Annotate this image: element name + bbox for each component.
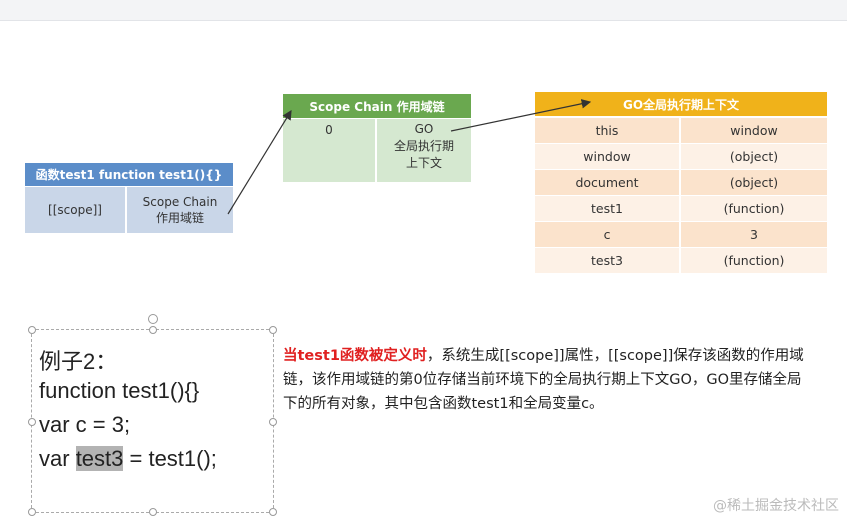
code-line-3: var test3 = test1(); (39, 446, 217, 472)
go-row: document (object) (535, 170, 827, 195)
go-row: test1 (function) (535, 196, 827, 221)
go-row-key: window (535, 144, 679, 169)
go-row: c 3 (535, 222, 827, 247)
test1-scope-value: Scope Chain 作用域链 (127, 187, 233, 233)
go-row: this window (535, 118, 827, 143)
go-row-value: window (681, 118, 827, 143)
rotate-handle[interactable] (148, 314, 158, 324)
scope-chain-value-line3: 上下文 (405, 156, 442, 170)
watermark: @稀土掘金技术社区 (713, 498, 839, 514)
scope-chain-value-line1: GO (414, 122, 434, 136)
description-highlight: 当test1函数被定义时 (283, 348, 427, 364)
go-row-value: 3 (681, 222, 827, 247)
scope-chain-header: Scope Chain 作用域链 (283, 94, 471, 118)
go-context-table: GO全局执行期上下文 this window window (object) d… (535, 92, 827, 273)
go-row-key: test1 (535, 196, 679, 221)
code-title: 例子2： (39, 349, 118, 374)
scope-chain-table: Scope Chain 作用域链 0 GO 全局执行期 上下文 (283, 94, 471, 182)
go-row-key: document (535, 170, 679, 195)
resize-handle[interactable] (28, 418, 36, 426)
test1-scope-value-line1: Scope Chain (142, 195, 218, 209)
arrow-scope-chain-to-go (450, 99, 592, 132)
description-body: ，系统生成[[scope]]属性，[[scope]]保存该函数的作用域链，该作用… (283, 348, 804, 412)
go-row: window (object) (535, 144, 827, 169)
code-line-1: function test1(){} (39, 378, 200, 403)
go-row-value: (function) (681, 196, 827, 221)
go-row-key: test3 (535, 248, 679, 273)
go-row-key: this (535, 118, 679, 143)
test1-function-table: 函数test1 function test1(){} [[scope]] Sco… (25, 163, 233, 233)
resize-handle[interactable] (269, 418, 277, 426)
code-line-3-suffix: = test1(); (123, 446, 217, 471)
scope-chain-index: 0 (283, 119, 375, 182)
resize-handle[interactable] (149, 326, 157, 334)
resize-handle[interactable] (28, 508, 36, 516)
go-row-value: (object) (681, 144, 827, 169)
resize-handle[interactable] (28, 326, 36, 334)
code-line-3-prefix: var (39, 446, 76, 471)
code-example-box[interactable]: 例子2： function test1(){} var c = 3; var t… (28, 314, 277, 516)
arrow-test1-to-scope-chain (227, 109, 292, 215)
test1-scope-value-line2: 作用域链 (155, 211, 204, 225)
test1-table-header: 函数test1 function test1(){} (25, 163, 233, 186)
code-highlight: test3 (75, 446, 124, 471)
go-row-value: (object) (681, 170, 827, 195)
description-text: 当test1函数被定义时，系统生成[[scope]]属性，[[scope]]保存… (283, 344, 813, 416)
go-row: test3 (function) (535, 248, 827, 273)
code-line-2: var c = 3; (39, 412, 131, 437)
resize-handle[interactable] (149, 508, 157, 516)
go-row-value: (function) (681, 248, 827, 273)
scope-chain-value-line2: 全局执行期 (393, 139, 454, 153)
resize-handle[interactable] (269, 326, 277, 334)
test1-scope-key: [[scope]] (25, 187, 125, 233)
go-row-key: c (535, 222, 679, 247)
resize-handle[interactable] (269, 508, 277, 516)
top-bar (0, 0, 847, 21)
